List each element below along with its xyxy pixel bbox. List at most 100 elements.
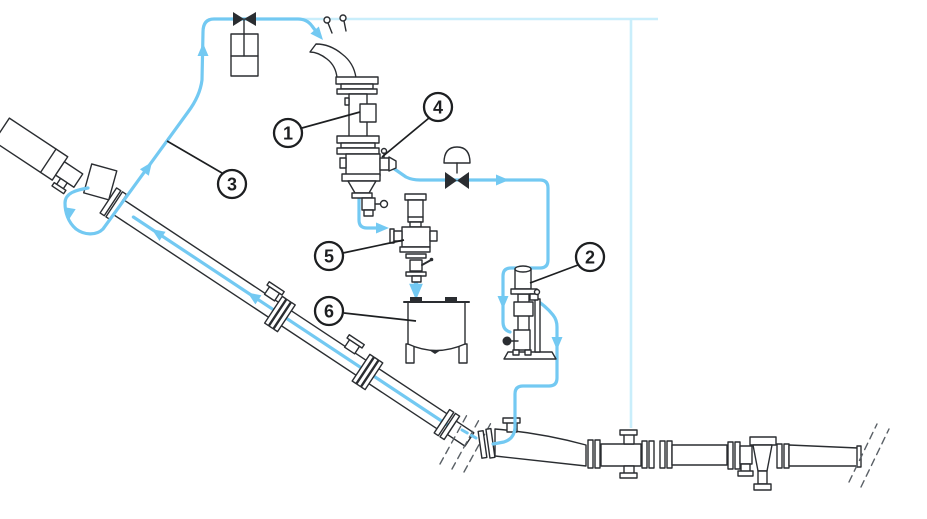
tank-cap (445, 297, 457, 301)
pipeline-break-right (848, 423, 890, 488)
meter-to-pump-line (391, 166, 550, 334)
callout-1: 1 (272, 111, 361, 149)
callout-4: 4 (381, 91, 454, 158)
actuator-dome (443, 146, 471, 164)
leader-line (381, 117, 430, 158)
motor-flange (510, 288, 538, 295)
flange (273, 301, 296, 333)
pipe-section (788, 444, 859, 467)
flange (340, 142, 376, 149)
meter-bracket (359, 103, 377, 123)
callout-circle (422, 91, 454, 123)
callout-circle (574, 241, 606, 273)
flange (335, 76, 379, 85)
valve-bowtie-right (457, 172, 469, 189)
pipe-section (671, 444, 728, 466)
flange (351, 353, 375, 385)
vent-fitting (339, 14, 347, 22)
flange (783, 443, 790, 469)
flange (99, 187, 122, 217)
flow-arrow (247, 292, 262, 305)
valve-bowtie-left (445, 172, 457, 189)
side-tab (344, 97, 350, 106)
handwheel (502, 336, 512, 346)
flow-arrow (139, 162, 152, 176)
motor-top (514, 265, 532, 273)
pipe-section (600, 443, 642, 467)
callout-circle (272, 117, 304, 149)
flange (360, 359, 384, 391)
tee-vessel-body (752, 444, 773, 472)
neck-drain-cap (51, 181, 67, 195)
tank-leg (405, 343, 415, 364)
pipe-end-cap (856, 445, 862, 468)
flow-arrow (151, 229, 166, 241)
valve-bowtie-right (244, 12, 256, 26)
flow-arrow (376, 222, 389, 234)
cylinder (407, 199, 424, 223)
valve-body (345, 153, 381, 177)
drain-stub (411, 275, 422, 283)
flange (666, 440, 673, 469)
pump-discharge-line (491, 295, 559, 446)
outlet-port (379, 157, 390, 171)
leader-line (529, 264, 579, 284)
callout-number: 6 (324, 302, 334, 322)
top-stub-cap (619, 429, 638, 436)
outlet-cone (388, 156, 397, 172)
callout-5: 5 (313, 239, 405, 272)
pipe-section (494, 428, 587, 467)
reducer-cone (347, 180, 377, 194)
flow-arrow (497, 296, 509, 309)
flange (405, 253, 427, 259)
tank-body (407, 301, 466, 352)
flange (594, 439, 601, 469)
vessel-seam (39, 148, 57, 174)
top-cap (404, 193, 427, 201)
callout-number: 5 (324, 247, 334, 267)
pipe-end-stub (446, 420, 475, 447)
flange (776, 443, 783, 469)
inlet-elbow (309, 43, 357, 79)
tee-vessel-neck (757, 470, 768, 485)
bottom-stub-cap (737, 470, 754, 477)
flange (341, 173, 381, 182)
callout-6: 6 (313, 295, 417, 327)
foot (524, 349, 532, 356)
flow-arrow (197, 43, 209, 56)
metering-pump (502, 265, 557, 360)
flange (351, 192, 373, 199)
flow-arrow (64, 207, 76, 221)
tank-leg (458, 343, 468, 364)
valve-body-box (230, 33, 259, 77)
callout-2: 2 (529, 241, 606, 284)
sampler-branch-line (357, 194, 386, 230)
top-stub-cap (346, 334, 365, 349)
drain-stub (363, 209, 374, 217)
body-block (401, 226, 431, 248)
flange (336, 88, 378, 95)
callout-circle (313, 295, 345, 327)
flange (648, 440, 655, 469)
handwheel (379, 199, 389, 209)
flange (433, 408, 455, 437)
column-bracket (513, 301, 534, 317)
top-stub-cap (266, 281, 285, 296)
leader-line (343, 312, 417, 322)
tee-vessel-top (749, 436, 777, 446)
lower-pipeline (477, 417, 862, 491)
inlet-stub (393, 230, 403, 242)
flange (268, 298, 292, 330)
flange (336, 147, 380, 155)
leader-line (301, 111, 361, 129)
callout-number: 1 (283, 124, 293, 144)
pump-head (513, 329, 531, 351)
relief-valve (230, 12, 259, 77)
flow-arrow (310, 26, 323, 40)
flow-circuit (63, 17, 563, 446)
callout-circle (216, 168, 248, 200)
drain-valve (361, 197, 376, 211)
vent-fitting (323, 16, 331, 24)
tank-cap (410, 297, 422, 301)
